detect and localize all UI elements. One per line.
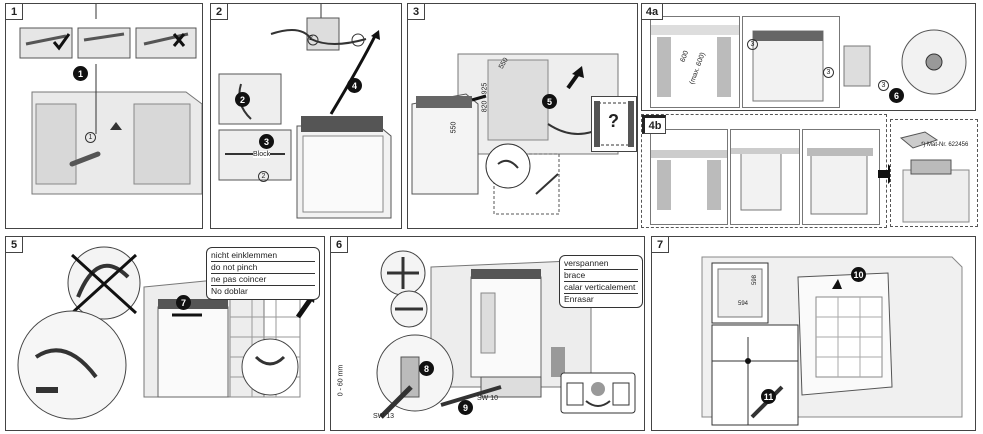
step-6-marker: 6 [889, 88, 904, 103]
step-5-marker: 5 [542, 94, 557, 109]
small-circle-marker: 1 [85, 132, 96, 143]
small-circle-marker: 2 [258, 171, 269, 182]
question-mark: ? [608, 111, 619, 131]
panel-7: 7 10 11 598 594 [651, 236, 976, 431]
panel-4b-frame-3 [802, 129, 880, 225]
panel-6-illustration [376, 250, 636, 419]
panel-4b-frame-2 [730, 129, 800, 225]
dim-820-label: 820 - 925 [481, 82, 489, 113]
brace-label-en: brace [564, 270, 638, 282]
wrench-sw10-label: SW 10 [477, 395, 499, 402]
panel-3-illustration [411, 53, 619, 215]
wrench-sw13-label: SW 13 [373, 413, 395, 420]
panel-7-illustration [701, 256, 963, 426]
step-9-marker: 9 [458, 400, 473, 415]
pinch-warning-en: do not pinch [211, 262, 315, 274]
panel-number: 1 [6, 4, 23, 20]
small-circle-marker: 3 [823, 67, 834, 78]
panel-5: 5 7 nicht einklemmen do not pinch ne pas… [5, 236, 325, 431]
dim-598-label: 598 [752, 274, 759, 286]
brace-label-fr: calar verticalement [564, 282, 638, 294]
pinch-warning-fr: ne pas coincer [211, 274, 315, 286]
pinch-warning-de: nicht einklemmen [211, 250, 315, 262]
step-2-marker: 2 [235, 92, 250, 107]
panel-number: 4a [642, 4, 663, 20]
step-8-marker: 8 [419, 361, 434, 376]
question-box: ? [591, 96, 637, 152]
panel-3: 3 5 550 820 - 925 550 [407, 3, 638, 229]
panel-number: 3 [408, 4, 425, 20]
panel-number: 6 [331, 237, 348, 253]
pinch-warning-box: nicht einklemmen do not pinch ne pas coi… [206, 247, 320, 300]
brace-label-box: verspannen brace calar verticalement Enr… [559, 255, 643, 308]
dim-0-60-label: 0 - 60 mm [337, 364, 345, 397]
brace-label-es: Enrasar [564, 294, 594, 304]
small-circle-marker: 2 [309, 35, 313, 42]
dim-594-label: 594 [738, 301, 749, 307]
accessory-box: *) Mat-Nr. 622456 [890, 119, 978, 227]
small-circle-marker: 3 [878, 80, 889, 91]
brace-label-de: verspannen [564, 258, 638, 270]
panel-2-illustration [218, 4, 392, 219]
material-number: *) Mat-Nr. 622456 [921, 142, 969, 148]
block-label: Block [253, 151, 271, 158]
dim-550b-label: 550 [450, 121, 458, 134]
small-circle-marker: 3 [747, 39, 758, 50]
panel-4a-frame-3: 3 [842, 16, 968, 106]
panel-5-illustration [17, 246, 316, 420]
panel-2: 2 2 3 4 Block 2 2 [210, 3, 402, 229]
panel-4b: 4b [641, 114, 887, 228]
step-1-marker: 1 [73, 66, 88, 81]
panel-4a: 4a 600 (max. 600) 3 3 3 6 [641, 3, 976, 111]
panel-1-illustration [19, 4, 202, 195]
step-11-marker: 11 [761, 389, 776, 404]
pinch-warning-es: No doblar [211, 286, 248, 296]
step-4-marker: 4 [347, 78, 362, 93]
step-3-marker: 3 [259, 134, 274, 149]
panel-4a-frame-1: 600 (max. 600) [650, 16, 740, 108]
panel-number: 4b [642, 115, 666, 134]
panel-6: 6 8 9 0 - 60 mm SW 13 SW 10 verspannen b… [330, 236, 645, 431]
panel-number: 2 [211, 4, 228, 20]
step-7-marker: 7 [176, 295, 191, 310]
panel-1: 1 1 1 [5, 3, 203, 229]
panel-4a-frame-2: 3 3 [742, 16, 840, 108]
panel-number: 5 [6, 237, 23, 253]
step-10-marker: 10 [851, 267, 866, 282]
panel-number: 7 [652, 237, 669, 253]
panel-4b-frame-1 [650, 129, 728, 225]
